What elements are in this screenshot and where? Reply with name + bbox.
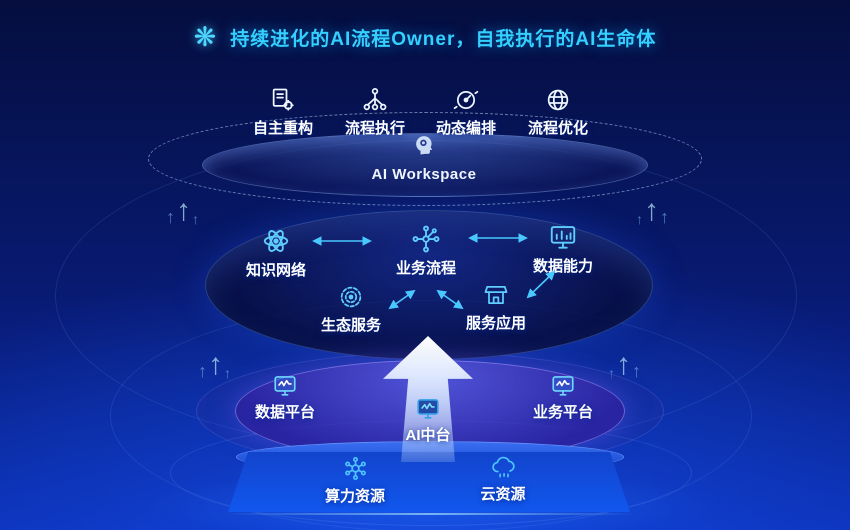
title-bar: ❋ 持续进化的AI流程Owner，自我执行的AI生命体 xyxy=(0,24,850,51)
capability-item-business-flow: 业务流程 xyxy=(380,224,472,278)
compute-resource-icon xyxy=(342,455,369,482)
knowledge-atom-icon xyxy=(261,226,291,256)
workspace-item-process-optimization: 流程优化 xyxy=(512,86,604,138)
capability-item-eco-service: 生态服务 xyxy=(305,283,397,335)
resource-item-label: 算力资源 xyxy=(324,488,385,505)
business-platform-icon xyxy=(550,372,576,398)
platform-item-label: 数据平台 xyxy=(254,404,315,421)
workspace-item-label: 动态编排 xyxy=(435,120,496,137)
decor-up-arrows: ↑↑↑ xyxy=(198,348,231,381)
decor-bottom-line xyxy=(225,513,635,515)
self-refactor-icon xyxy=(269,86,297,114)
capability-item-label: 数据能力 xyxy=(532,258,593,275)
ai-middle-platform-icon xyxy=(415,395,441,421)
workspace-item-label: 流程执行 xyxy=(344,120,405,137)
platform-item-ai-middle: AI中台 xyxy=(382,395,474,445)
resource-platform-front xyxy=(228,452,630,512)
platform-item-business-platform: 业务平台 xyxy=(517,372,609,422)
capability-item-label: 生态服务 xyxy=(320,317,381,334)
resource-item-compute: 算力资源 xyxy=(309,455,401,506)
resource-item-label: 云资源 xyxy=(480,486,526,503)
dynamic-orchestration-icon xyxy=(452,86,480,114)
decor-up-arrows: ↑↑↑ xyxy=(636,194,669,227)
page-title: 持续进化的AI流程Owner，自我执行的AI生命体 xyxy=(230,29,657,50)
capability-item-label: 业务流程 xyxy=(395,260,456,277)
capability-item-service-app: 服务应用 xyxy=(450,281,542,333)
platform-item-label: 业务平台 xyxy=(532,404,593,421)
workspace-item-label: 流程优化 xyxy=(527,120,588,137)
sparkle-flower-icon: ❋ xyxy=(193,22,217,52)
workspace-item-label: 自主重构 xyxy=(252,120,313,137)
eco-service-icon xyxy=(337,283,365,311)
workspace-item-self-refactor: 自主重构 xyxy=(237,86,329,138)
decor-up-arrows: ↑↑↑ xyxy=(166,194,199,227)
process-optimization-icon xyxy=(544,86,572,114)
workspace-item-process-execution: 流程执行 xyxy=(329,86,421,138)
platform-item-label: AI中台 xyxy=(405,427,451,444)
business-flow-icon xyxy=(411,224,441,254)
capability-item-knowledge-network: 知识网络 xyxy=(230,226,322,280)
capability-item-data-capability: 数据能力 xyxy=(517,222,609,276)
resource-item-cloud: 云资源 xyxy=(457,453,549,504)
capability-item-label: 知识网络 xyxy=(245,262,306,279)
workspace-dashed-ellipse xyxy=(148,112,702,206)
service-app-icon xyxy=(482,281,510,309)
data-platform-icon xyxy=(272,372,298,398)
ai-head-icon xyxy=(410,130,438,163)
cloud-resource-icon xyxy=(490,453,517,480)
workspace-item-dynamic-orchestration: 动态编排 xyxy=(420,86,512,138)
workspace-label: AI Workspace xyxy=(371,166,477,183)
process-execution-icon xyxy=(361,86,389,114)
data-chart-icon xyxy=(548,222,578,252)
platform-item-data-platform: 数据平台 xyxy=(239,372,331,422)
capability-item-label: 服务应用 xyxy=(465,315,526,332)
